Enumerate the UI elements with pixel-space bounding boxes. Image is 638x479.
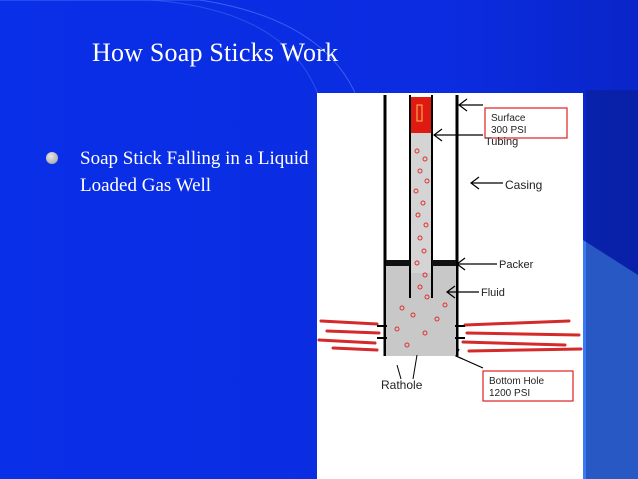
bullet-text: Soap Stick Falling in a Liquid Loaded Ga… [80, 148, 309, 196]
fluid-label: Fluid [481, 287, 505, 299]
bottom-hole-label-box [482, 370, 574, 402]
perforations [317, 319, 583, 353]
well-diagram: Surface 300 PSI Tubing Casing Packer Flu… [317, 93, 583, 479]
bottom-hole-label-line2: 1200 PSI [489, 388, 530, 399]
packer-left [386, 260, 410, 266]
tubing-label: Tubing [485, 136, 518, 148]
packer-right [432, 260, 456, 266]
packer-label: Packer [499, 259, 534, 271]
surface-label-box [484, 107, 568, 139]
rathole-label: Rathole [381, 378, 423, 392]
fluid-region [386, 266, 456, 356]
corner-accent [583, 240, 638, 479]
casing-label: Casing [505, 178, 542, 192]
bottom-hole-label-line1: Bottom Hole [489, 376, 544, 387]
surface-label-line1: Surface [491, 113, 526, 124]
slide-title: How Soap Sticks Work [92, 38, 339, 67]
surface-label-line2: 300 PSI [491, 125, 527, 136]
bullet-dot [46, 152, 58, 164]
soap-stick [411, 97, 431, 133]
gas-bubbles [394, 148, 448, 348]
